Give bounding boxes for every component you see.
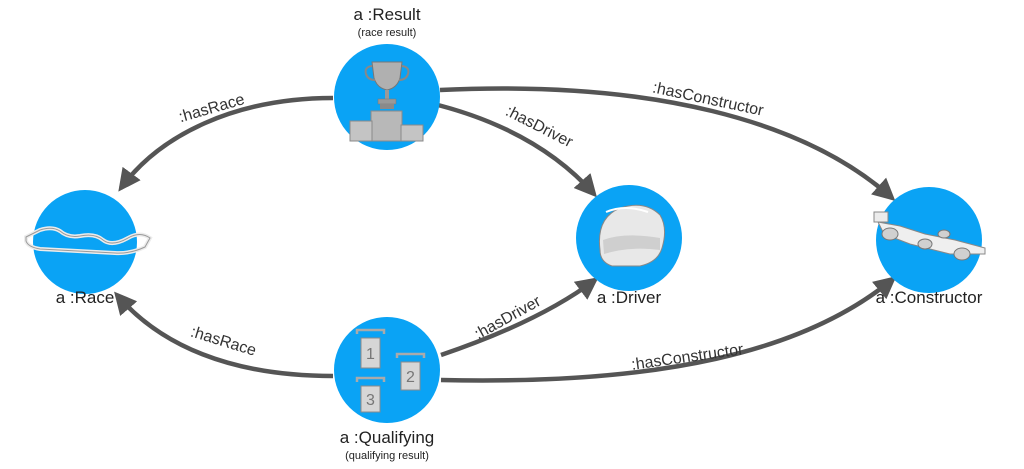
node-qualifying: 1 2 3 a :Qualifying (qualifying result): [334, 317, 440, 462]
edge-label-result-constructor: :hasConstructor: [651, 80, 766, 120]
node-driver: a :Driver: [576, 185, 682, 307]
helmet-icon: [598, 204, 666, 267]
edge-label-qualifying-constructor: :hasConstructor: [630, 341, 745, 374]
grid-position-1: 1: [366, 346, 375, 363]
node-sublabel-result: (race result): [358, 27, 417, 39]
node-label-race: a :Race: [56, 288, 115, 307]
edge-label-result-driver: :hasDriver: [503, 103, 576, 152]
race-car-icon: [873, 211, 986, 261]
race-track-icon: [24, 226, 153, 256]
grid-position-2: 2: [406, 369, 415, 386]
grid-positions-icon: 1 2 3: [355, 328, 426, 413]
node-label-constructor: a :Constructor: [876, 288, 983, 307]
node-label-driver: a :Driver: [597, 288, 662, 307]
node-constructor: a :Constructor: [873, 187, 986, 307]
node-race: a :Race: [24, 190, 153, 307]
edge-result-driver: [429, 100, 597, 198]
edge-qualifying-race: [114, 291, 334, 379]
node-result: a :Result (race result): [334, 5, 440, 150]
node-sublabel-qualifying: (qualifying result): [345, 450, 429, 462]
trophy-podium-icon: [349, 61, 424, 142]
edge-qualifying-driver: [440, 277, 599, 358]
node-label-qualifying: a :Qualifying: [340, 428, 435, 447]
node-label-result: a :Result: [353, 5, 420, 24]
edge-result-constructor: [439, 86, 896, 202]
edge-result-race: [118, 95, 334, 192]
edge-qualifying-constructor: [440, 276, 897, 383]
grid-position-3: 3: [366, 392, 375, 409]
